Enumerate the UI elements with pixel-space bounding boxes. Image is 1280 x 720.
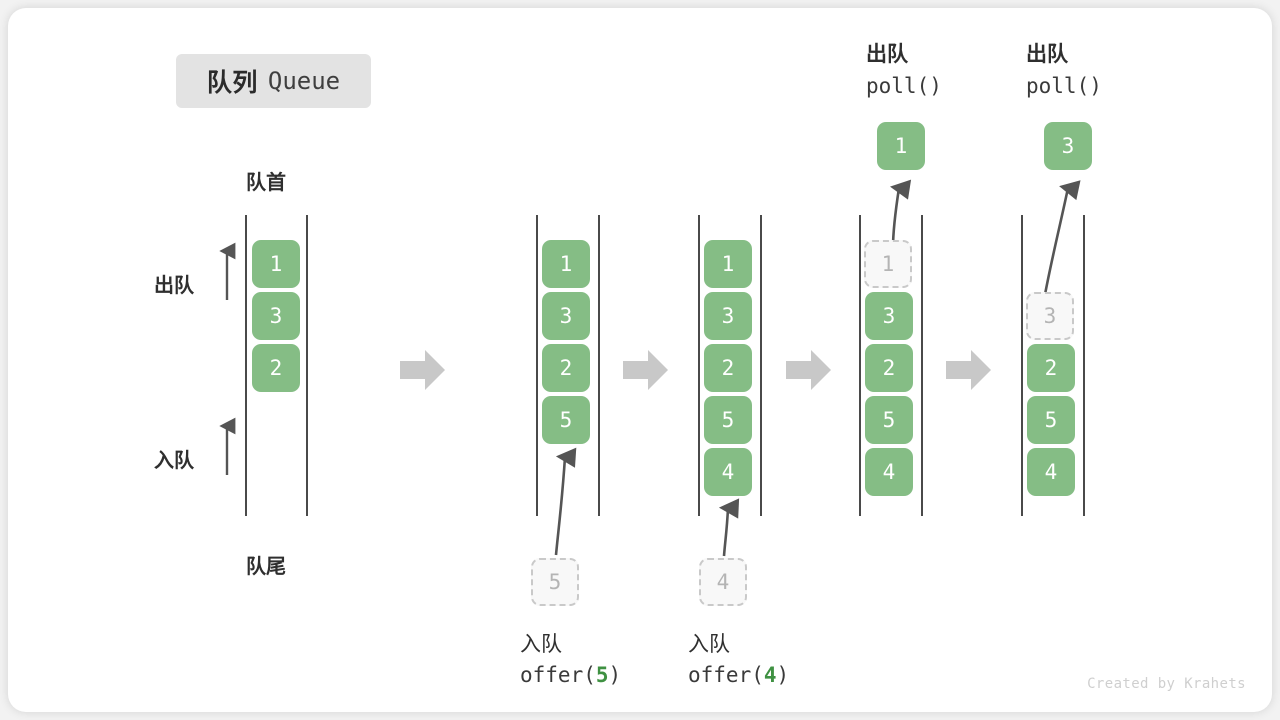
- stage-top-label-code: poll(): [866, 74, 942, 98]
- popped-cell: 3: [1044, 122, 1092, 170]
- stage-caption-code: offer(5): [520, 663, 622, 687]
- queue-rail-right-stage-4: [921, 215, 923, 516]
- queue-cell: 4: [865, 448, 913, 496]
- stage-top-label-cn: 出队: [1026, 43, 1068, 66]
- code-argument: 4: [763, 663, 777, 687]
- step-arrow-icon: [400, 350, 445, 390]
- queue-cell: 2: [1027, 344, 1075, 392]
- queue-cell: 5: [865, 396, 913, 444]
- label-enqueue-direction: 入队: [154, 450, 194, 472]
- queue-rail-left-stage-4: [859, 215, 861, 516]
- queue-cell: 3: [865, 292, 913, 340]
- title-en: Queue: [267, 67, 341, 95]
- enqueue-curve-arrow-icon: [718, 498, 740, 557]
- stage-top-label-code: poll(): [1026, 74, 1102, 98]
- dequeue-direction-arrow-icon: [219, 242, 236, 300]
- diagram-title-chip: 队列 Queue: [176, 54, 371, 108]
- queue-cell-new: 4: [704, 448, 752, 496]
- label-queue-rear: 队尾: [246, 556, 286, 578]
- queue-cell: 2: [865, 344, 913, 392]
- queue-cell: 1: [542, 240, 590, 288]
- dequeue-curve-arrow-icon: [1042, 180, 1081, 301]
- queue-cell: 3: [704, 292, 752, 340]
- queue-cell: 3: [252, 292, 300, 340]
- step-arrow-icon: [786, 350, 831, 390]
- enqueue-direction-arrow-icon: [219, 417, 236, 475]
- stage-top-label-cn: 出队: [866, 43, 908, 66]
- queue-cell: 5: [1027, 396, 1075, 444]
- queue-cell: 4: [1027, 448, 1075, 496]
- queue-rail-right-stage-5: [1083, 215, 1085, 516]
- code-argument: 5: [595, 663, 609, 687]
- stage-caption-code: offer(4): [688, 663, 790, 687]
- title-cn: 队列: [206, 69, 258, 97]
- queue-cell: 5: [704, 396, 752, 444]
- incoming-ghost-cell: 4: [699, 558, 747, 606]
- queue-cell: 2: [252, 344, 300, 392]
- queue-rail-left-stage-2: [536, 215, 538, 516]
- queue-cell-new: 5: [542, 396, 590, 444]
- incoming-ghost-cell: 5: [531, 558, 579, 606]
- stage-caption-cn: 入队: [688, 633, 730, 656]
- diagram-card: 队列 Queue 队首 队尾 出队 入队 1 3 2: [8, 8, 1272, 712]
- queue-rail-right-stage-2: [598, 215, 600, 516]
- queue-rail-right-stage-1: [306, 215, 308, 516]
- step-arrow-icon: [946, 350, 991, 390]
- popped-cell: 1: [877, 122, 925, 170]
- queue-cell-ghost: 3: [1026, 292, 1074, 340]
- queue-rail-left-stage-5: [1021, 215, 1023, 516]
- queue-rail-left-stage-1: [245, 215, 247, 516]
- step-arrow-icon: [623, 350, 668, 390]
- enqueue-curve-arrow-icon: [554, 447, 577, 556]
- queue-cell-ghost: 1: [864, 240, 912, 288]
- queue-rail-right-stage-3: [760, 215, 762, 516]
- queue-cell: 2: [704, 344, 752, 392]
- queue-cell: 2: [542, 344, 590, 392]
- label-dequeue-direction: 出队: [154, 275, 194, 297]
- credit-text: Created by Krahets: [1087, 676, 1246, 692]
- queue-cell: 3: [542, 292, 590, 340]
- queue-cell: 1: [252, 240, 300, 288]
- label-queue-front: 队首: [246, 172, 286, 194]
- stage-caption-cn: 入队: [520, 633, 562, 656]
- queue-cell: 1: [704, 240, 752, 288]
- queue-rail-left-stage-3: [698, 215, 700, 516]
